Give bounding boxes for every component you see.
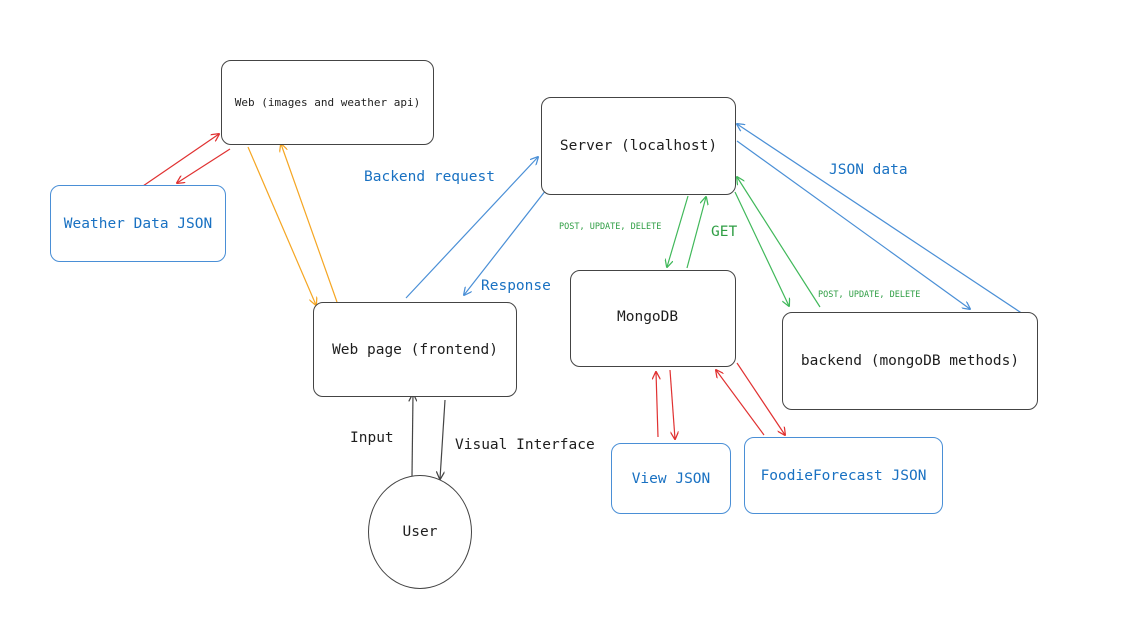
arrow-mongodb-to-view <box>669 369 675 439</box>
arrow-weather-to-web <box>142 134 219 187</box>
server-node[interactable]: Server (localhost) <box>541 97 736 195</box>
arrow-visual-interface <box>440 399 446 479</box>
foodieforecast-json-node[interactable]: FoodieForecast JSON <box>744 437 943 514</box>
view-json-node[interactable]: View JSON <box>611 443 731 514</box>
arrow-web-to-weather <box>177 148 231 183</box>
input-label: Input <box>350 430 394 446</box>
weather-data-json-node[interactable]: Weather Data JSON <box>50 185 226 262</box>
post-update-delete-right-label: POST, UPDATE, DELETE <box>818 290 921 300</box>
arrow-server-to-backend <box>736 140 970 309</box>
arrow-backend-to-server-green <box>737 177 821 308</box>
response-label: Response <box>481 278 551 294</box>
arrow-backend-request <box>405 157 538 299</box>
backend-request-label: Backend request <box>364 169 495 185</box>
arrow-mongodb-get <box>686 197 706 269</box>
post-update-delete-left-label: POST, UPDATE, DELETE <box>559 222 662 232</box>
arrow-json-data <box>737 124 1024 315</box>
arrow-server-to-backend-green <box>734 191 789 306</box>
arrow-mongodb-to-foodie <box>736 362 785 435</box>
web-api-node[interactable]: Web (images and weather api) <box>221 60 434 145</box>
user-node[interactable]: User <box>368 475 472 589</box>
get-label: GET <box>711 224 738 240</box>
backend-node[interactable]: backend (mongoDB methods) <box>782 312 1038 410</box>
arrow-foodie-to-mongodb <box>716 370 765 436</box>
mongodb-node[interactable]: MongoDB <box>570 270 736 367</box>
arrow-webpage-to-web <box>281 144 338 303</box>
arrow-server-to-mongodb <box>667 195 689 267</box>
arrow-view-to-mongodb <box>656 372 658 438</box>
arrow-response <box>464 189 547 295</box>
json-data-label: JSON data <box>829 162 908 178</box>
arrow-input <box>412 394 413 477</box>
visual-interface-label: Visual Interface <box>455 437 595 453</box>
arrow-web-to-webpage <box>247 146 316 305</box>
web-page-node[interactable]: Web page (frontend) <box>313 302 517 397</box>
